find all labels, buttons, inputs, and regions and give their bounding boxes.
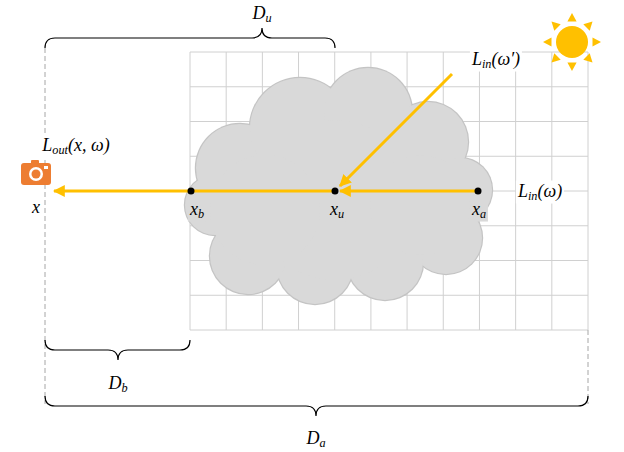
sample-point bbox=[475, 188, 482, 195]
math-label: xa bbox=[470, 199, 488, 222]
guide-line bbox=[45, 48, 46, 404]
math-label: Lin(ω) bbox=[516, 181, 564, 204]
distance-brace bbox=[45, 340, 190, 360]
camera-icon bbox=[21, 160, 51, 185]
distance-brace bbox=[45, 396, 588, 416]
sample-point bbox=[332, 188, 339, 195]
math-label: Lin(ω′) bbox=[470, 49, 522, 72]
math-label: Lout(x, ω) bbox=[40, 135, 111, 158]
math-label: Da bbox=[304, 427, 327, 450]
sample-point bbox=[188, 188, 195, 195]
light-ray bbox=[340, 74, 452, 186]
cloud bbox=[184, 67, 493, 305]
math-label: xu bbox=[328, 199, 346, 222]
math-label: Du bbox=[250, 3, 273, 26]
guide-line bbox=[588, 330, 589, 404]
math-label: xb bbox=[188, 199, 206, 222]
math-label: x bbox=[30, 197, 42, 217]
distance-brace bbox=[45, 28, 335, 48]
math-label: Db bbox=[106, 373, 129, 396]
light-ray bbox=[340, 190, 478, 193]
sun-icon bbox=[543, 13, 601, 71]
